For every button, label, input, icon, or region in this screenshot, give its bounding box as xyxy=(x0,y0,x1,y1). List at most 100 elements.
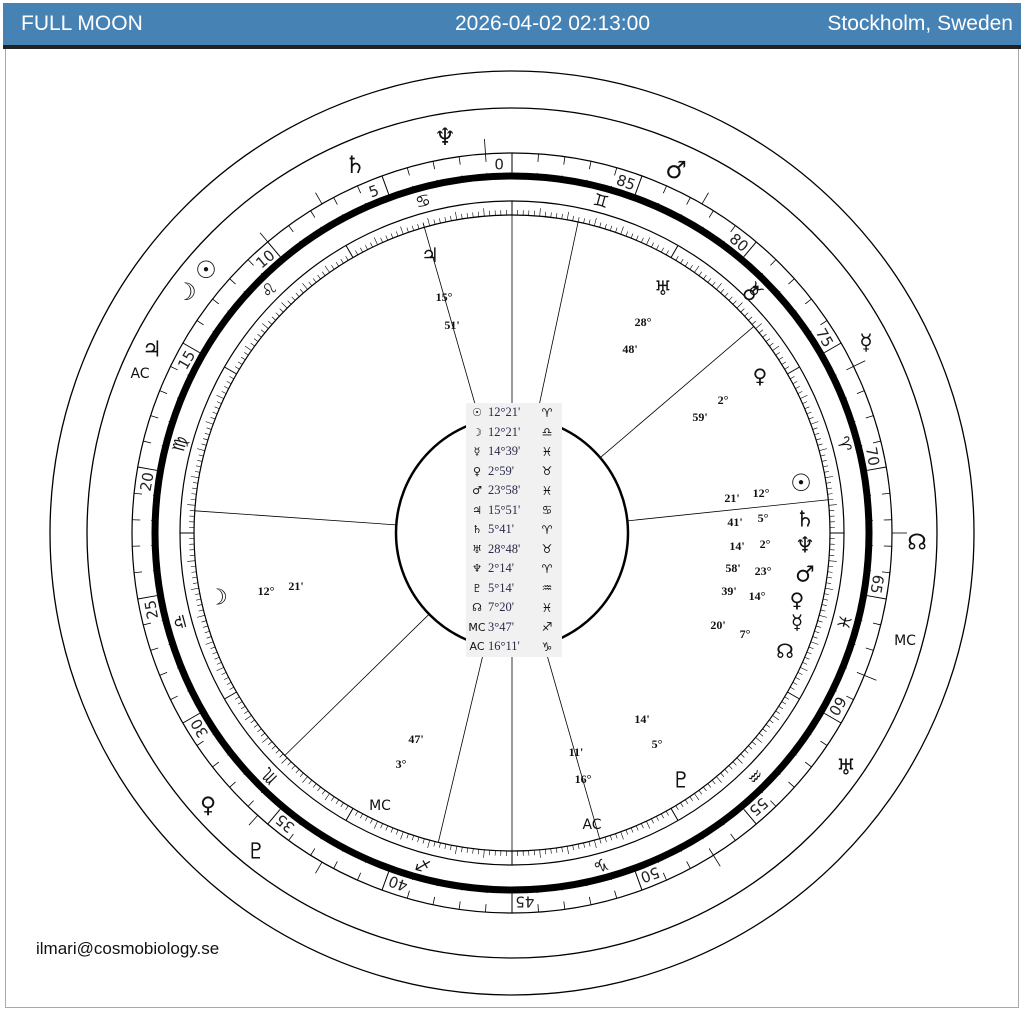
position-value: 14°39' xyxy=(488,444,521,459)
zodiac-tick xyxy=(281,302,288,309)
zodiac-tick xyxy=(214,656,220,660)
zodiac-tick xyxy=(262,737,269,743)
zodiac-tick xyxy=(237,361,243,365)
inner-planet-glyph: ♀︎ xyxy=(790,588,805,612)
dial-tick xyxy=(143,440,152,444)
dial-tick-inner xyxy=(412,185,415,191)
dial-tick xyxy=(212,761,220,768)
zodiac-tick xyxy=(477,211,480,217)
zodiac-tick xyxy=(345,808,354,821)
dial-tick xyxy=(432,161,436,170)
dial-number: 25 xyxy=(141,599,162,621)
dial-tick xyxy=(406,890,410,899)
dial-tick-inner xyxy=(678,214,682,219)
zodiac-tick xyxy=(370,242,373,248)
dial-tick xyxy=(788,781,795,788)
dial-tick xyxy=(614,167,618,176)
dial-tick xyxy=(865,415,874,419)
zodiac-tick xyxy=(295,769,300,774)
dial-tick xyxy=(196,320,204,326)
zodiac-tick xyxy=(206,636,212,639)
zodiac-tick xyxy=(345,255,349,261)
sign-symbol: ♉︎ xyxy=(541,464,553,479)
zodiac-tick xyxy=(599,838,602,844)
zodiac-tick xyxy=(651,242,654,248)
dial-tick xyxy=(867,595,887,600)
position-value: 5°41' xyxy=(488,522,515,537)
zodiac-tick xyxy=(455,211,458,220)
zodiac-tick xyxy=(355,250,359,256)
inner-planet-glyph: ☊︎ xyxy=(776,639,794,663)
dial-tick xyxy=(159,390,168,395)
zodiac-tick xyxy=(826,482,832,484)
zodiac-tick xyxy=(732,761,737,766)
dial-tick-inner xyxy=(850,421,856,424)
zodiac-tick xyxy=(244,352,249,356)
zodiac-tick xyxy=(808,416,814,420)
zodiac-sign-6: ♑︎ xyxy=(591,853,611,876)
zodiac-tick xyxy=(214,406,220,410)
dial-tick xyxy=(820,740,828,746)
dial-tick-inner xyxy=(199,710,204,714)
dial-tick-inner xyxy=(364,203,368,208)
dial-tick xyxy=(662,872,667,881)
dial-tick-inner xyxy=(212,731,218,736)
footer-email[interactable]: ilmari@cosmobiology.se xyxy=(36,939,220,958)
chart-frame xyxy=(5,49,1019,1008)
position-value: 23°58' xyxy=(488,483,521,498)
zodiac-tick xyxy=(689,265,693,270)
dial-tick xyxy=(267,809,281,825)
zodiac-tick xyxy=(417,224,420,229)
degree-label: 28° xyxy=(635,315,652,329)
dial-tick-inner xyxy=(260,273,265,278)
dial-tick xyxy=(563,156,566,165)
zodiac-tick xyxy=(550,212,552,218)
zodiac-tick xyxy=(641,823,644,829)
zodiac-tick xyxy=(822,598,829,601)
zodiac-tick xyxy=(620,831,624,840)
dial-tick xyxy=(614,890,618,899)
dial-tick xyxy=(662,185,667,194)
zodiac-tick xyxy=(820,454,826,457)
dial-number: 20 xyxy=(137,471,158,493)
zodiac-tick xyxy=(244,715,252,721)
chart-datetime: 2026-04-02 02:13:00 xyxy=(455,12,650,35)
zodiac-tick xyxy=(824,593,830,595)
zodiac-tick xyxy=(736,302,743,309)
inner-planet-glyph: ☉︎ xyxy=(790,469,812,497)
zodiac-tick xyxy=(324,265,330,273)
ring-circle xyxy=(86,107,938,959)
zodiac-tick xyxy=(191,571,197,573)
zodiac-tick xyxy=(271,316,276,321)
zodiac-tick xyxy=(762,333,767,338)
zodiac-tick xyxy=(825,476,834,479)
dial-tick-inner xyxy=(759,273,764,278)
dial-tick-inner xyxy=(212,330,218,335)
zodiac-tick xyxy=(566,846,569,855)
zodiac-tick xyxy=(820,609,826,612)
zodiac-tick xyxy=(684,261,689,267)
zodiac-tick xyxy=(291,765,296,770)
zodiac-tick xyxy=(275,749,280,754)
dial-tick-inner xyxy=(792,310,797,315)
zodiac-tick xyxy=(740,753,745,758)
dial-tick xyxy=(170,695,178,700)
zodiac-tick xyxy=(224,386,229,389)
position-value: 2°59' xyxy=(488,463,515,478)
zodiac-tick xyxy=(821,604,827,606)
zodiac-tick xyxy=(781,361,787,365)
degree-label: 12° xyxy=(753,486,770,500)
dial-tick-inner xyxy=(461,175,463,181)
position-row: ♃︎15°51'♋︎ xyxy=(466,501,562,521)
dial-tick xyxy=(247,259,254,266)
zodiac-tick xyxy=(740,308,745,313)
degree-label: 51' xyxy=(444,318,459,332)
zodiac-tick xyxy=(711,779,716,785)
sign-symbol: ♓︎ xyxy=(541,483,553,498)
zodiac-tick xyxy=(826,582,832,584)
zodiac-tick xyxy=(355,810,359,816)
dial-tick-inner xyxy=(187,374,193,378)
outer-planet-glyph: ♆︎ xyxy=(434,123,456,151)
dial-tick xyxy=(229,278,236,285)
zodiac-tick xyxy=(198,454,204,457)
